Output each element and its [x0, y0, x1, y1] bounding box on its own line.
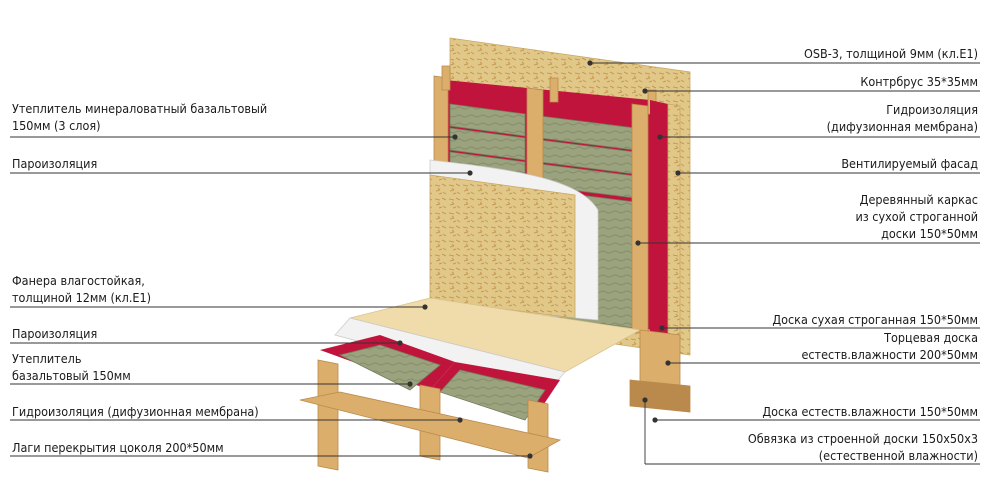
- label-waterproofing-wall: Гидроизоляция (дифузионная мембрана): [827, 101, 978, 135]
- label-line: из сухой строганной: [855, 209, 978, 224]
- label-line: Утеплитель: [12, 351, 82, 366]
- label-line: Деревянный каркас: [859, 192, 978, 207]
- label-line: Контрбрус 35*35мм: [860, 74, 978, 89]
- label-line: Пароизоляция: [12, 156, 98, 171]
- label-line: Доска сухая строганная 150*50мм: [772, 312, 978, 327]
- leader-dot: [397, 340, 403, 346]
- label-line: (естественной влажности): [818, 448, 978, 463]
- leader-dot: [635, 240, 641, 246]
- floor-boards: [299, 391, 562, 459]
- label-insulation-floor: Утеплитель базальтовый 150мм: [12, 350, 131, 384]
- label-line: естеств.влажности 200*50мм: [801, 347, 978, 362]
- leader-dot: [657, 134, 663, 140]
- label-line: Гидроизоляция: [886, 102, 978, 117]
- label-line: (дифузионная мембрана): [826, 119, 978, 134]
- leader-dot: [467, 170, 473, 176]
- floor-joist: [317, 359, 339, 471]
- leader-dot: [665, 360, 671, 366]
- label-line: доски 150*50мм: [881, 226, 978, 241]
- counter-batten: [549, 77, 559, 103]
- leader-dot: [457, 417, 463, 423]
- leader-dot: [422, 304, 428, 310]
- label-floor-joists: Лаги перекрытия цоколя 200*50мм: [12, 439, 224, 456]
- floor-wool: [338, 344, 441, 391]
- label-line: Лаги перекрытия цоколя 200*50мм: [12, 440, 224, 455]
- label-waterproofing-floor: Гидроизоляция (дифузионная мембрана): [12, 403, 259, 420]
- label-line: Обвязка из строенной доски 150х50х3: [747, 431, 978, 446]
- leader-dot: [659, 325, 665, 331]
- label-wood-frame: Деревянный каркас из сухой строганной доск…: [855, 191, 978, 242]
- leader-dot: [452, 134, 458, 140]
- label-strapping: Обвязка из строенной доски 150х50х3 (есте…: [748, 430, 978, 464]
- label-line: 150мм (3 слоя): [12, 118, 101, 133]
- label-line: Торцевая доска: [884, 330, 978, 345]
- label-line: Фанера влагостойкая,: [12, 273, 145, 288]
- wall-wool-layer: [449, 127, 526, 161]
- label-osb: OSB-3, толщиной 9мм (кл.E1): [804, 45, 978, 62]
- label-line: OSB-3, толщиной 9мм (кл.E1): [804, 46, 978, 61]
- leader-dot: [407, 381, 413, 387]
- label-vapor-barrier-floor: Пароизоляция: [12, 325, 97, 342]
- label-ventilated-facade: Вентилируемый фасад: [841, 155, 978, 172]
- label-line: Доска естеств.влажности 150*50мм: [762, 404, 978, 419]
- leader-dot: [652, 417, 658, 423]
- facade-membrane: [650, 100, 668, 340]
- label-line: Гидроизоляция (дифузионная мембрана): [12, 404, 259, 419]
- wall-wool-layer: [449, 103, 526, 137]
- label-line: Утеплитель минераловатный базальтовый: [12, 101, 268, 116]
- strapping-board: [629, 379, 691, 413]
- plywood-wall: [429, 174, 576, 319]
- label-plywood: Фанера влагостойкая, толщиной 12мм (кл.E1…: [12, 272, 151, 306]
- label-natural-board: Доска естеств.влажности 150*50мм: [762, 403, 978, 420]
- facade-board: [667, 103, 681, 343]
- leader-dot: [527, 453, 533, 459]
- label-dry-board: Доска сухая строганная 150*50мм: [772, 311, 978, 328]
- label-counter-batten: Контрбрус 35*35мм: [860, 73, 978, 90]
- leader-dot: [642, 88, 648, 94]
- leader-dot: [587, 60, 593, 66]
- label-end-board: Торцевая доска естеств.влажности 200*50мм: [801, 329, 978, 363]
- label-line: Вентилируемый фасад: [841, 156, 978, 171]
- counter-batten: [441, 65, 451, 91]
- label-line: Пароизоляция: [12, 326, 98, 341]
- label-line: базальтовый 150мм: [12, 368, 131, 383]
- wall-stud: [631, 103, 649, 335]
- label-vapor-barrier-wall: Пароизоляция: [12, 155, 97, 172]
- leader-dot: [675, 170, 681, 176]
- label-insulation-wall: Утеплитель минераловатный базальтовый 150…: [12, 100, 267, 134]
- label-line: толщиной 12мм (кл.E1): [12, 290, 152, 305]
- floor-wool: [439, 369, 546, 421]
